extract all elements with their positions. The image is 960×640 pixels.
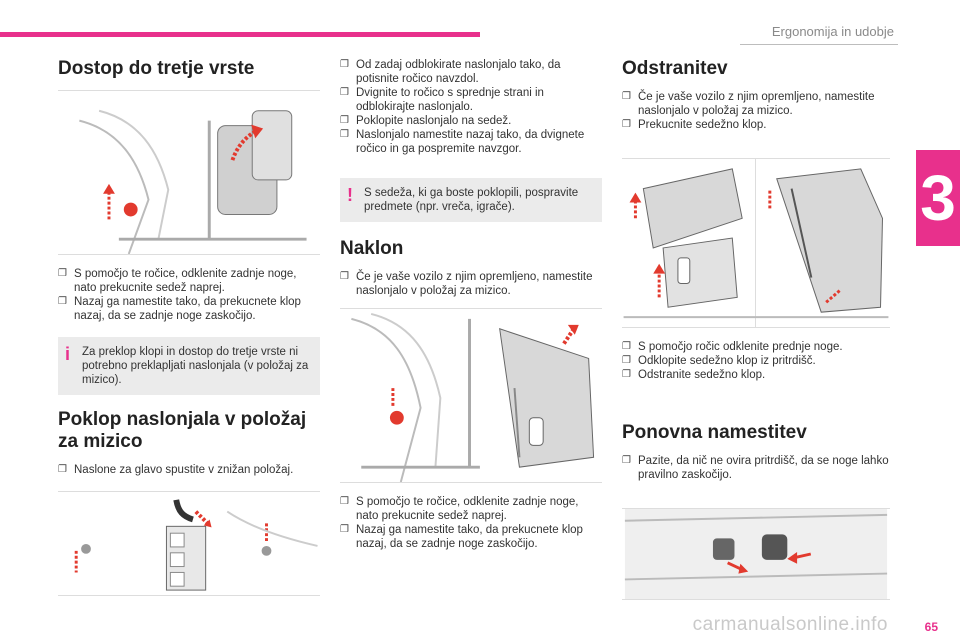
list-item: ❐Dvignite to ročico s sprednje strani in… xyxy=(340,87,544,113)
square-bullet-icon: ❐ xyxy=(58,464,67,475)
warning-icon: ! xyxy=(347,185,353,205)
info-note: i Za preklop klopi in dostop do tretje v… xyxy=(58,337,320,395)
square-bullet-icon: ❐ xyxy=(622,455,631,466)
list-item: ❐S pomočjo te ročice, odklenite zadnje n… xyxy=(340,496,579,522)
seat-tilt-drawing xyxy=(351,312,595,482)
seat-tilt-forward-drawing xyxy=(79,109,307,254)
page-number: 65 xyxy=(924,620,938,634)
header-rule xyxy=(740,44,898,45)
section-title-reinstall: Ponovna namestitev xyxy=(622,422,807,443)
square-bullet-icon: ❐ xyxy=(622,119,631,130)
section-title-removal: Odstranitev xyxy=(622,58,728,79)
bullet-list-tilt: ❐Če je vaše vozilo z njim opremljeno, na… xyxy=(340,270,602,298)
list-item: ❐Od zadaj odblokirate naslonjalo tako, d… xyxy=(340,59,561,85)
square-bullet-icon: ❐ xyxy=(58,268,67,279)
square-bullet-icon: ❐ xyxy=(622,369,631,380)
info-icon: i xyxy=(65,344,71,364)
list-item: ❐Če je vaše vozilo z njim opremljeno, na… xyxy=(622,91,875,117)
square-bullet-icon: ❐ xyxy=(340,496,349,507)
warning-note: ! S sedeža, ki ga boste poklopili, pospr… xyxy=(340,178,602,222)
square-bullet-icon: ❐ xyxy=(340,524,349,535)
bullet-list-tilt-steps: ❐S pomočjo te ročice, odklenite zadnje n… xyxy=(340,495,602,551)
square-bullet-icon: ❐ xyxy=(340,129,349,140)
list-item: ❐Če je vaše vozilo z njim opremljeno, na… xyxy=(340,271,593,297)
list-item: ❐Poklopite naslonjalo na sedež. xyxy=(340,115,512,127)
illustration-bench-removal xyxy=(622,158,890,328)
list-item: ❐Odklopite sedežno klop iz pritrdišč. xyxy=(622,355,816,367)
bullet-list-removal-steps: ❐S pomočjo ročic odklenite prednje noge.… xyxy=(622,340,890,382)
list-item: ❐Odstranite sedežno klop. xyxy=(622,369,766,381)
header-accent-bar xyxy=(0,32,480,37)
column-left: Dostop do tretje vrste ❐S pomočjo te roč… xyxy=(58,52,320,608)
square-bullet-icon: ❐ xyxy=(340,87,349,98)
square-bullet-icon: ❐ xyxy=(622,91,631,102)
illustration-headrest-lower xyxy=(58,491,320,596)
list-item: ❐Naslonjalo namestite nazaj tako, da dvi… xyxy=(340,129,585,155)
chapter-tab[interactable]: 3 xyxy=(916,150,960,246)
section-title-table-position: Poklop naslonjala v položaj za mizico xyxy=(58,409,307,452)
illustration-anchor-points xyxy=(622,508,890,600)
list-item: ❐Nazaj ga namestite tako, da prekucnete … xyxy=(58,296,301,322)
watermark: carmanualsonline.info xyxy=(692,614,888,635)
column-middle: ❐Od zadaj odblokirate naslonjalo tako, d… xyxy=(340,52,602,551)
column-right: Odstranitev ❐Če je vaše vozilo z njim op… xyxy=(622,52,890,612)
bullet-list-reinstall: ❐Pazite, da nič ne ovira pritrdišč, da s… xyxy=(622,454,890,482)
bench-removal-drawing xyxy=(623,159,889,327)
square-bullet-icon: ❐ xyxy=(622,355,631,366)
square-bullet-icon: ❐ xyxy=(340,59,349,70)
list-item: ❐Naslone za glavo spustite v znižan polo… xyxy=(58,464,294,476)
bullet-list-table-position: ❐Naslone za glavo spustite v znižan polo… xyxy=(58,463,320,477)
headrest-lower-drawing xyxy=(74,499,318,591)
list-item: ❐Prekucnite sedežno klop. xyxy=(622,119,767,131)
illustration-seat-tilt-forward xyxy=(58,90,320,255)
section-title-third-row-access: Dostop do tretje vrste xyxy=(58,58,255,79)
illustration-seat-tilt xyxy=(340,308,602,483)
square-bullet-icon: ❐ xyxy=(622,341,631,352)
anchor-points-drawing xyxy=(624,509,888,599)
section-title-tilt: Naklon xyxy=(340,238,404,259)
bullet-list-backrest: ❐Od zadaj odblokirate naslonjalo tako, d… xyxy=(340,58,602,156)
bullet-list-removal: ❐Če je vaše vozilo z njim opremljeno, na… xyxy=(622,90,890,132)
chapter-title: Ergonomija in udobje xyxy=(771,24,894,39)
square-bullet-icon: ❐ xyxy=(340,115,349,126)
list-item: ❐S pomočjo te ročice, odklenite zadnje n… xyxy=(58,268,297,294)
bullet-list-third-row: ❐S pomočjo te ročice, odklenite zadnje n… xyxy=(58,267,320,323)
square-bullet-icon: ❐ xyxy=(58,296,67,307)
list-item: ❐Nazaj ga namestite tako, da prekucnete … xyxy=(340,524,583,550)
square-bullet-icon: ❐ xyxy=(340,271,349,282)
list-item: ❐S pomočjo ročic odklenite prednje noge. xyxy=(622,341,843,353)
list-item: ❐Pazite, da nič ne ovira pritrdišč, da s… xyxy=(622,455,889,481)
